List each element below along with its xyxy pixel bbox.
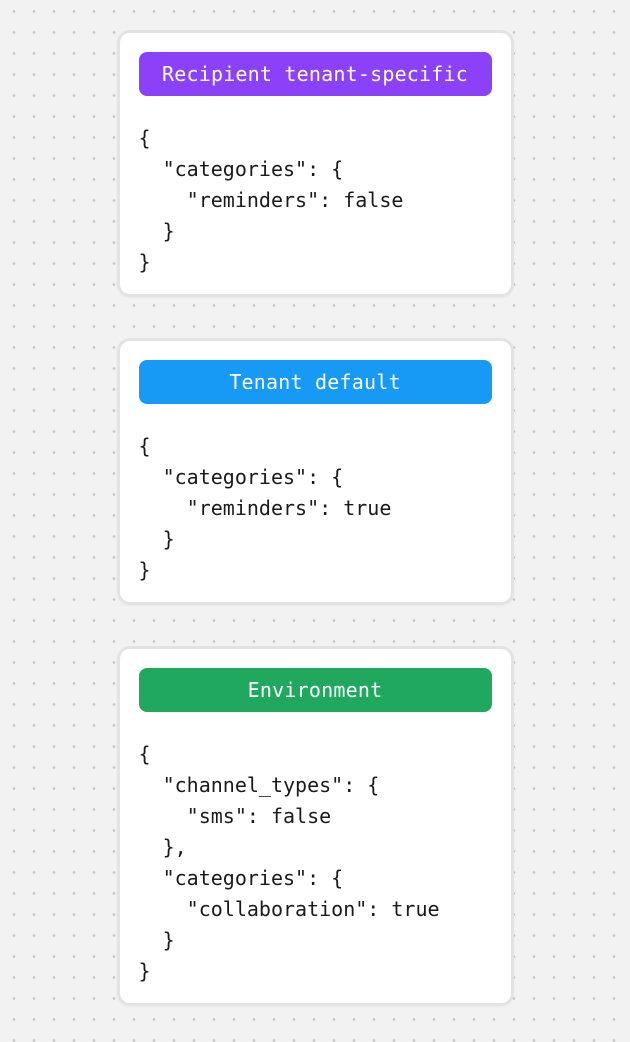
- json-snippet-tenant-default: { "categories": { "reminders": true } }: [138, 434, 392, 582]
- badge-environment: Environment: [138, 668, 492, 712]
- card-tenant-default: Tenant default { "categories": { "remind…: [116, 338, 514, 605]
- json-snippet-environment: { "channel_types": { "sms": false }, "ca…: [138, 742, 440, 983]
- json-snippet-recipient-tenant-specific: { "categories": { "reminders": false } }: [138, 126, 404, 274]
- badge-recipient-tenant-specific: Recipient tenant-specific: [138, 52, 492, 96]
- badge-tenant-default: Tenant default: [138, 360, 492, 404]
- card-environment: Environment { "channel_types": { "sms": …: [116, 646, 514, 1006]
- card-recipient-tenant-specific: Recipient tenant-specific { "categories"…: [116, 30, 514, 297]
